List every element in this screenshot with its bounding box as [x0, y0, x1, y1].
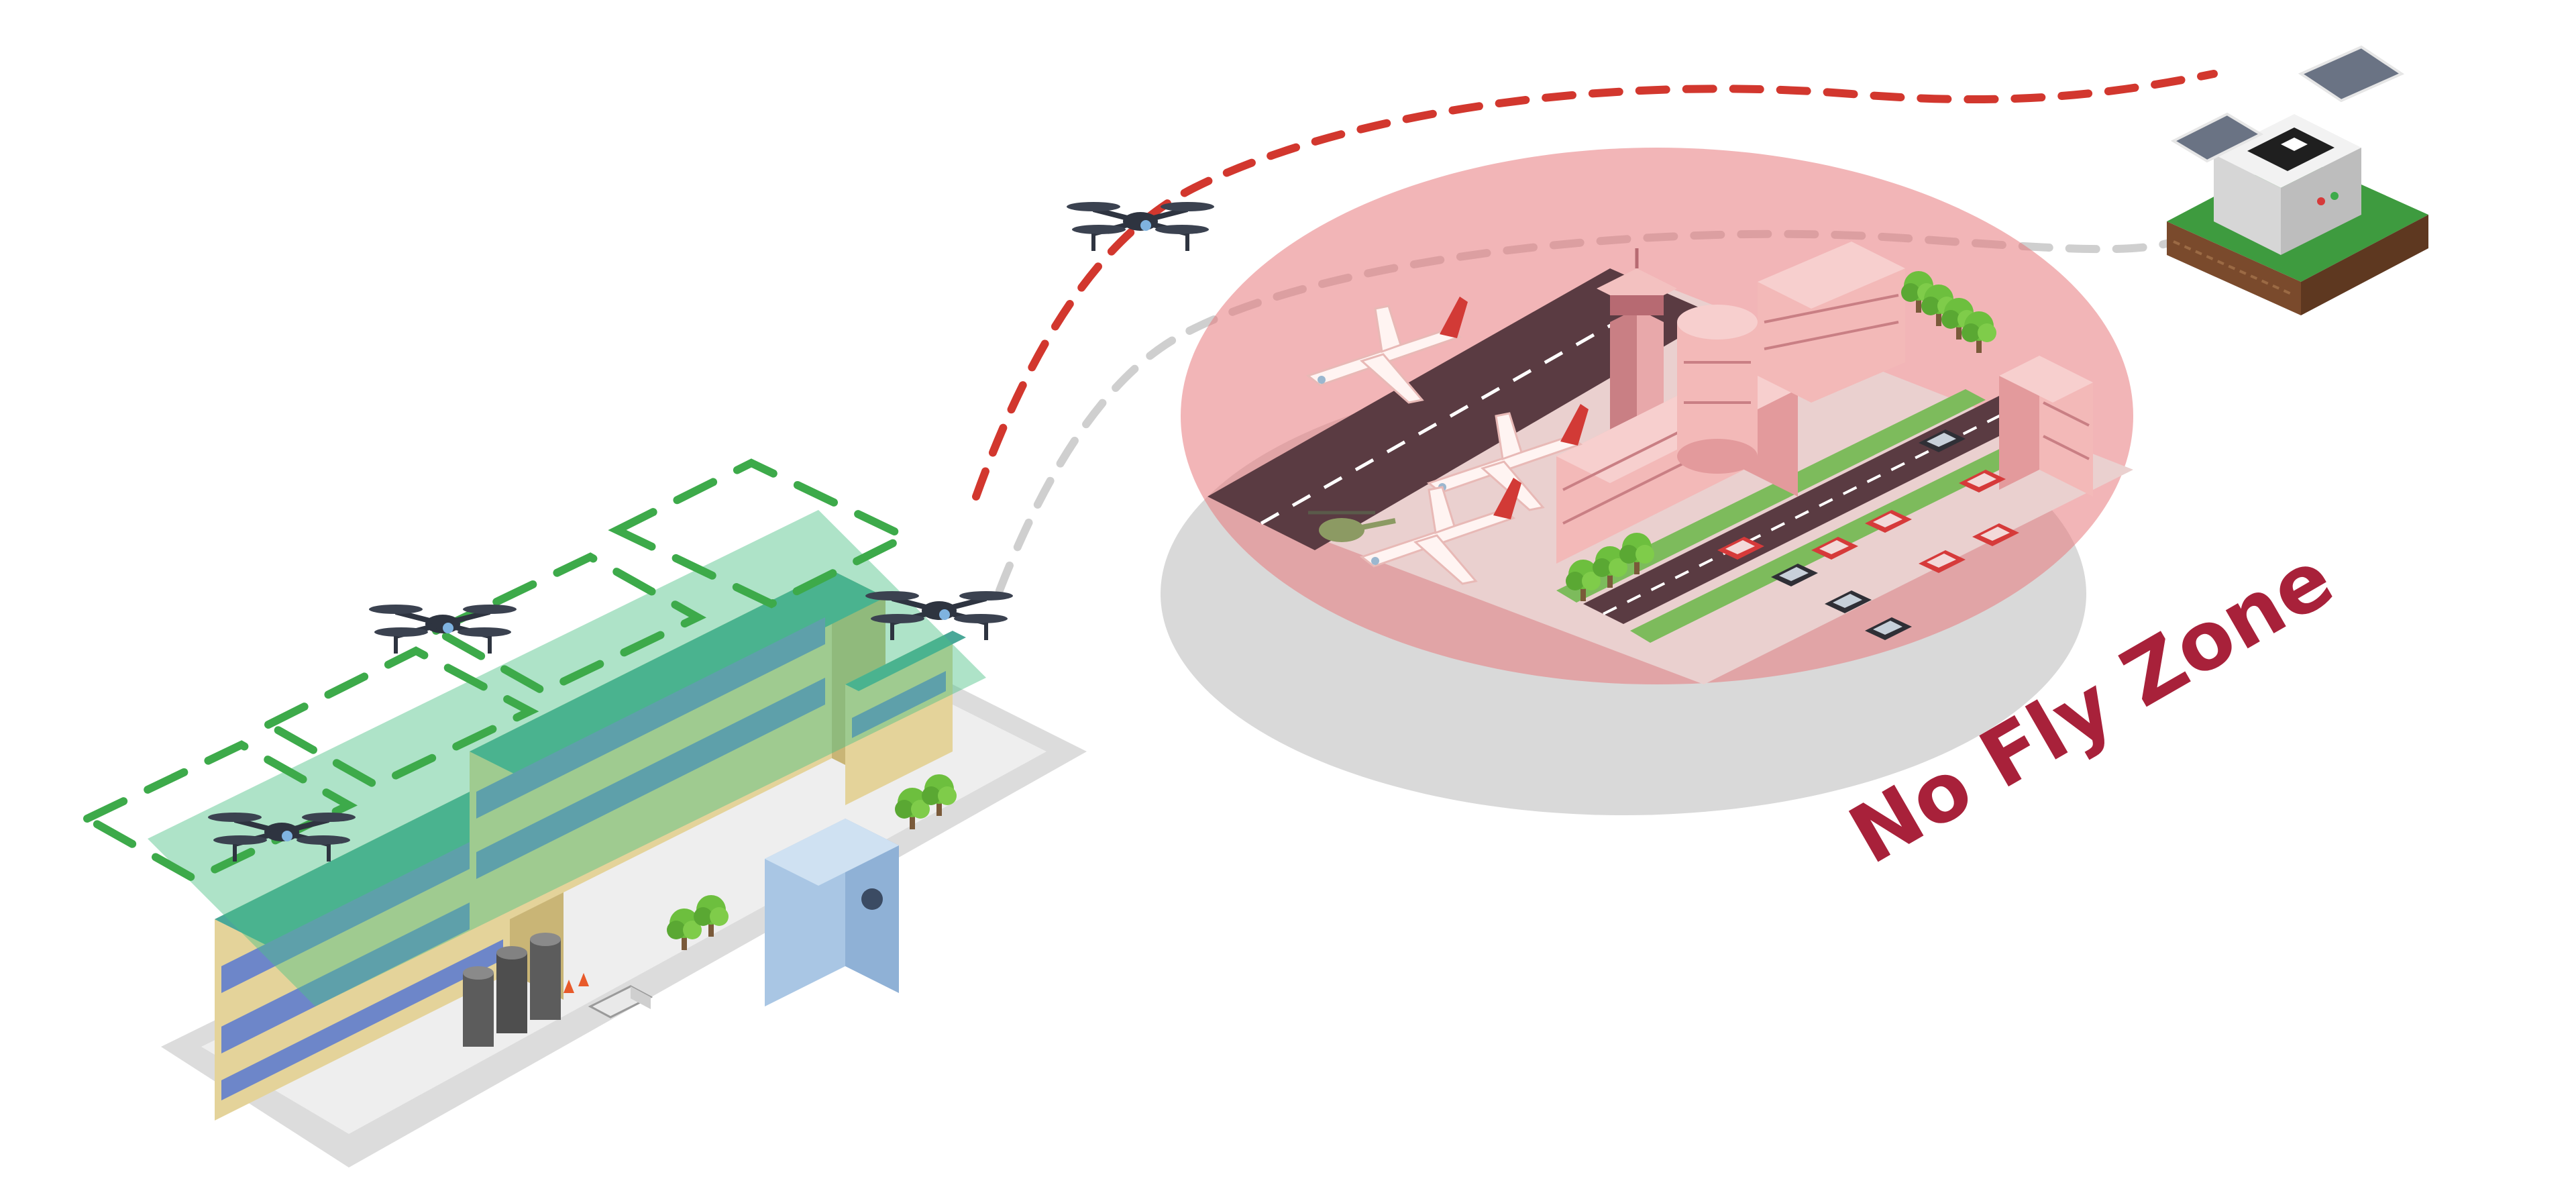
- drone-icon: [369, 605, 517, 654]
- drone-icon: [1067, 202, 1214, 251]
- docking-station: [2167, 47, 2428, 315]
